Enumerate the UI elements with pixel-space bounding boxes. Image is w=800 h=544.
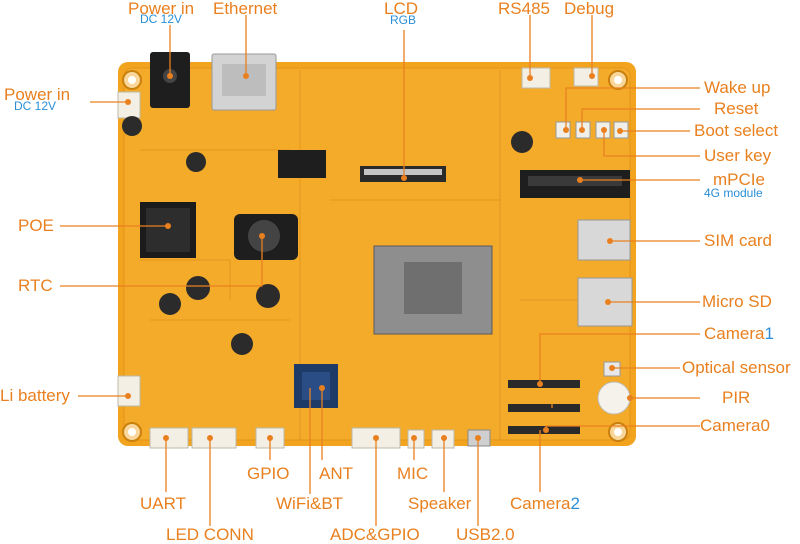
sublabel-mpcie: 4G module (704, 186, 763, 200)
label-optical-sensor: Optical sensor (682, 358, 791, 377)
label-boot-select: Boot select (694, 121, 779, 140)
label-wifi-bt: WiFi&BT (276, 494, 344, 513)
rs485-connector (521, 67, 551, 89)
leader-dots (125, 73, 633, 441)
label-adc-gpio: ADC&GPIO (330, 525, 420, 544)
label-camera2-num: 2 (570, 494, 580, 513)
eth-chip (278, 150, 326, 178)
sim-slot (577, 219, 631, 261)
sublabel-power-in-left: DC 12V (14, 99, 57, 113)
label-usb: USB2.0 (456, 525, 515, 544)
label-camera2-text: Camera (510, 494, 571, 513)
label-camera2: Camera2 (510, 495, 580, 513)
label-power-in-top: Power in (128, 0, 195, 18)
label-rtc: RTC (18, 276, 53, 295)
label-camera0: Camera0 (700, 416, 770, 435)
leader-lines (60, 15, 700, 526)
label-debug: Debug (564, 0, 615, 18)
label-gpio: GPIO (247, 464, 290, 483)
label-mpcie: mPCIe (713, 170, 765, 189)
label-rs485: RS485 (498, 0, 550, 18)
li-battery-connector (117, 375, 141, 407)
label-user-key: User key (704, 146, 772, 165)
label-camera1-num: 1 (764, 324, 774, 343)
label-poe: POE (18, 216, 54, 235)
label-reset: Reset (714, 99, 759, 118)
label-speaker: Speaker (408, 494, 472, 513)
label-li-battery: Li battery (0, 386, 70, 405)
sublabel-power-in-top: DC 12V (140, 12, 183, 26)
label-lcd: LCD (384, 0, 419, 18)
label-mic: MIC (397, 464, 429, 483)
mounting-holes (122, 70, 628, 442)
label-power-in-left: Power in (4, 85, 71, 104)
label-wake-up: Wake up (704, 78, 771, 97)
label-sim-card: SIM card (704, 231, 773, 250)
label-camera1: Camera1 (704, 325, 774, 343)
label-pir: PIR (722, 388, 751, 407)
label-uart: UART (140, 494, 186, 513)
label-camera1-text: Camera (704, 324, 765, 343)
sublabel-lcd: RGB (390, 13, 417, 27)
capacitors (122, 116, 533, 355)
label-led-conn: LED CONN (166, 525, 254, 544)
label-micro-sd: Micro SD (702, 292, 772, 311)
power-connector-left (117, 91, 141, 119)
label-ant: ANT (319, 464, 353, 483)
label-ethernet: Ethernet (213, 0, 278, 18)
pir-sensor (597, 381, 631, 415)
